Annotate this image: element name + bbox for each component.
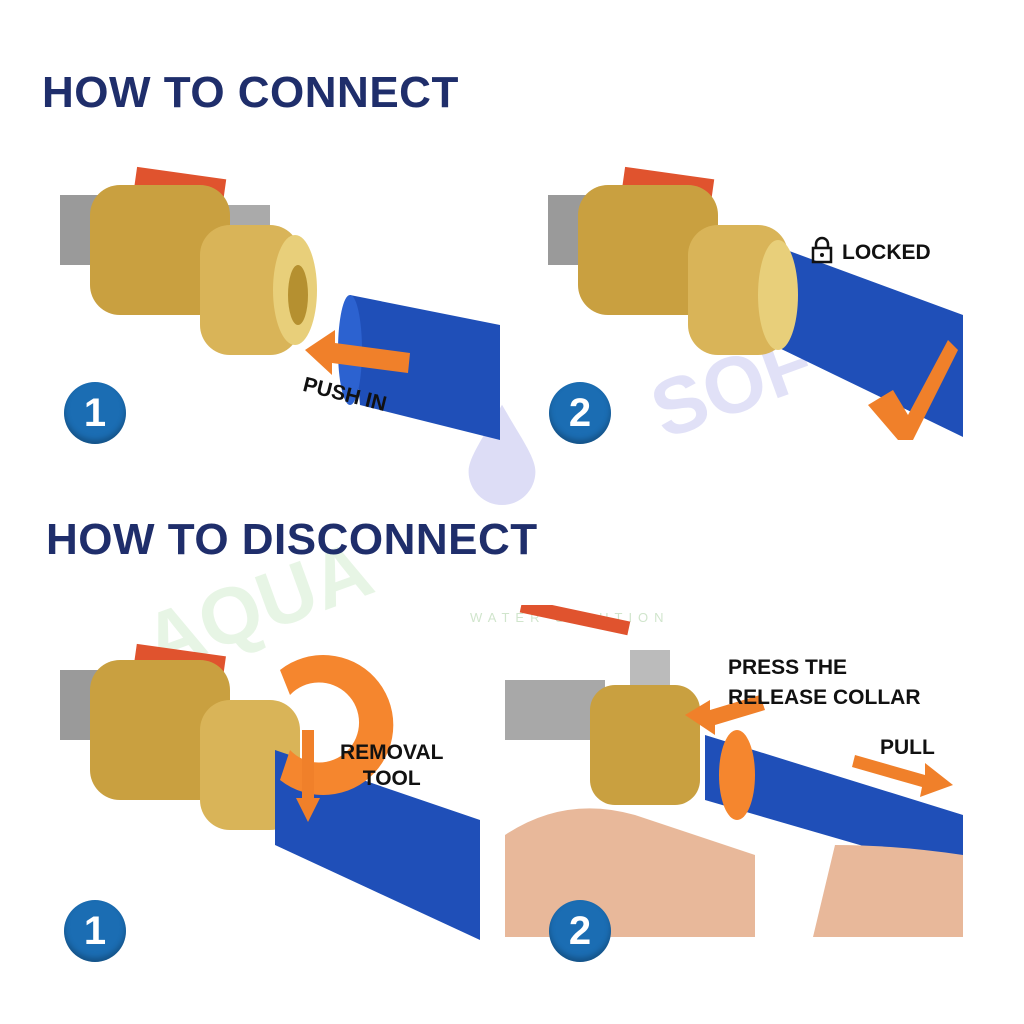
watermark-drop-icon (468, 404, 536, 505)
disconnect-step1-photo (60, 643, 480, 940)
release-collar-label: PRESS THE RELEASE COLLAR (728, 655, 921, 711)
disconnect-title: HOW TO DISCONNECT (46, 515, 538, 564)
connect-step1-badge: 1 (64, 382, 126, 444)
connect-step2-photo (548, 166, 963, 440)
disconnect-step2-badge: 2 (549, 900, 611, 962)
connect-step2-badge: 2 (549, 382, 611, 444)
lock-icon (811, 236, 833, 264)
connect-title: HOW TO CONNECT (42, 68, 459, 117)
locked-label: LOCKED (842, 241, 931, 264)
release-collar-label-line2: RELEASE COLLAR (728, 686, 921, 709)
release-collar-label-line1: PRESS THE (728, 656, 848, 679)
pull-label: PULL (880, 736, 935, 759)
removal-tool-label: REMOVAL TOOL (340, 740, 443, 792)
removal-tool-label-line2: TOOL (362, 767, 421, 790)
connect-step1-photo (60, 166, 500, 440)
removal-tool-label-line1: REMOVAL (340, 741, 444, 764)
disconnect-step1-badge: 1 (64, 900, 126, 962)
